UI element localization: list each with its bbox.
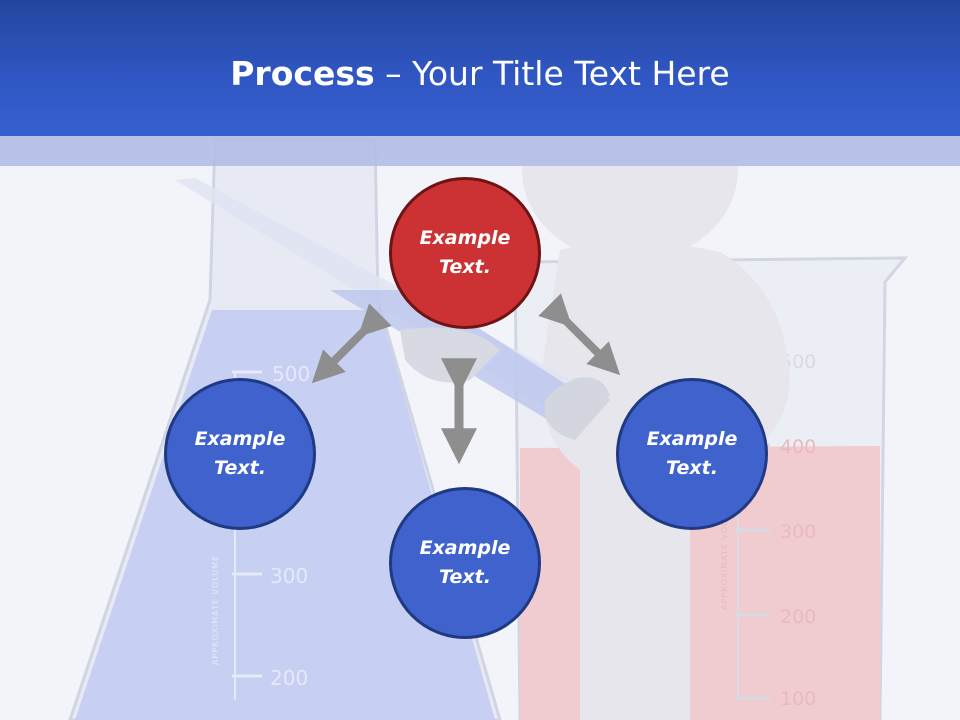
flask-label-500: 500 xyxy=(272,362,310,386)
title-underband xyxy=(0,136,960,166)
flask-side-label: APPROXIMATE VOLUME xyxy=(211,555,220,665)
beaker-label-300: 300 xyxy=(780,521,816,543)
slide-title-bold: Process xyxy=(230,54,375,93)
process-node-top[interactable]: Example Text. xyxy=(389,177,541,329)
beaker-label-100: 100 xyxy=(780,688,816,710)
process-node-left-label: Example Text. xyxy=(194,428,286,479)
beaker-label-200: 200 xyxy=(780,606,816,628)
flask-label-300: 300 xyxy=(270,564,308,588)
flask-label-200: 200 xyxy=(270,666,308,690)
process-node-right[interactable]: Example Text. xyxy=(616,378,768,530)
title-bar xyxy=(0,0,960,136)
process-node-bottom-label: Example Text. xyxy=(419,537,511,588)
beaker-label-500: 500 xyxy=(780,351,816,373)
beaker-label-400: 400 xyxy=(780,436,816,458)
slide-title: Process – Your Title Text Here xyxy=(0,52,960,96)
process-node-left[interactable]: Example Text. xyxy=(164,378,316,530)
process-node-right-label: Example Text. xyxy=(646,428,738,479)
beaker-side-label: APPROXIMATE VOLUME xyxy=(720,500,729,610)
process-node-top-label: Example Text. xyxy=(419,227,511,278)
slide-title-rest: – Your Title Text Here xyxy=(374,54,730,93)
process-node-bottom[interactable]: Example Text. xyxy=(389,487,541,639)
